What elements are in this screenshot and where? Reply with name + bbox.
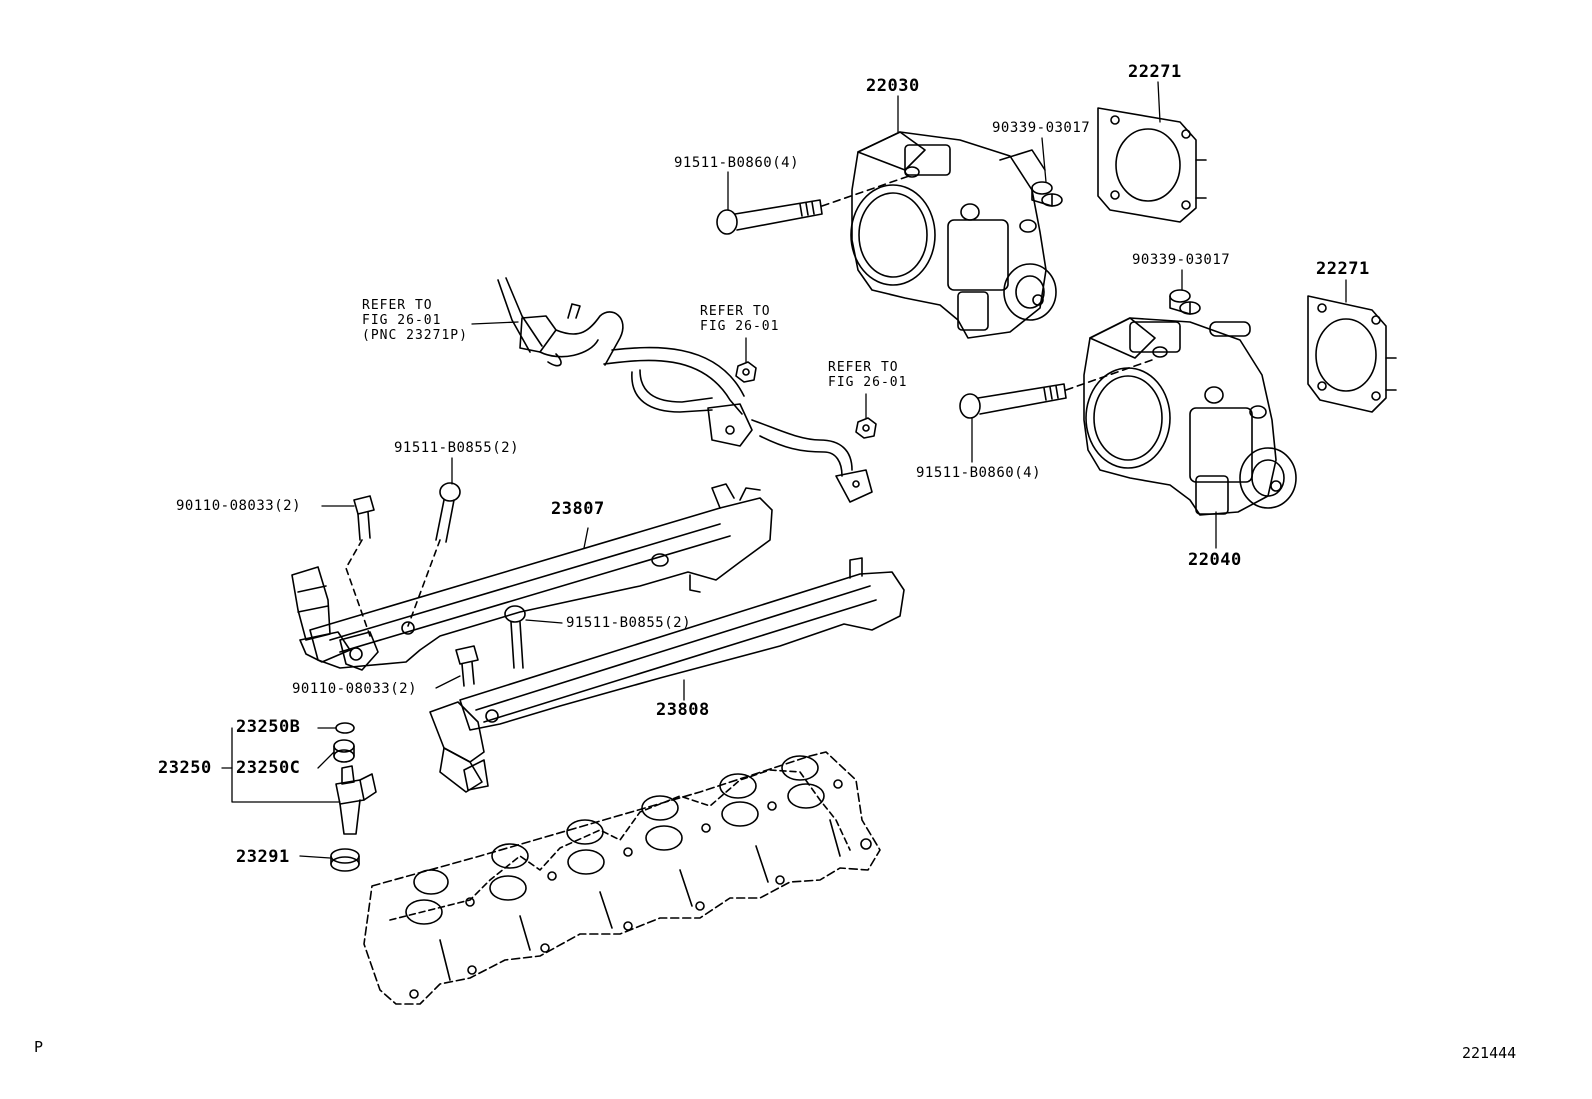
fuel-hose-assembly-drawing xyxy=(497,277,873,503)
label-90339-03017-2: 90339-03017 xyxy=(1132,252,1231,268)
label-22271-2: 22271 xyxy=(1316,259,1370,279)
bolt-91511-b0860-drawing-2 xyxy=(959,383,1067,419)
nut-drawing-2 xyxy=(855,417,877,439)
reference-note-3: REFER TO FIG 26-01 xyxy=(828,360,907,390)
delivery-pipe-23807-drawing xyxy=(291,483,773,671)
label-22030: 22030 xyxy=(866,76,920,96)
pin-90339-03017-drawing-1 xyxy=(1031,181,1063,207)
reference-1-line-3: (PNC 23271P) xyxy=(362,328,468,343)
label-90110-08033-1: 90110-08033(2) xyxy=(176,498,302,514)
bolt-91511-b0860-drawing-1 xyxy=(716,199,823,235)
reference-1-line-1: REFER TO xyxy=(362,298,433,313)
bolt-2-leader xyxy=(1065,359,1153,391)
figure-id: 221444 xyxy=(1462,1044,1517,1062)
bolt-91511-b0855-drawing-2 xyxy=(504,605,526,669)
bolt-0855-1-leader xyxy=(407,539,441,627)
label-23250: 23250 xyxy=(158,758,212,778)
injector-drawing xyxy=(335,765,377,835)
reference-1-line-2: FIG 26-01 xyxy=(362,313,442,328)
label-23250c: 23250C xyxy=(236,758,301,778)
reference-note-2: REFER TO FIG 26-01 xyxy=(700,304,779,334)
insulator-23291-drawing xyxy=(330,848,360,872)
label-22271-1: 22271 xyxy=(1128,62,1182,82)
label-23808: 23808 xyxy=(656,700,710,720)
label-91511-b0855-1: 91511-B0855(2) xyxy=(394,440,520,456)
oring-23250b-drawing xyxy=(335,722,355,734)
label-23291: 23291 xyxy=(236,847,290,867)
label-91511-b0855-2: 91511-B0855(2) xyxy=(566,615,692,631)
bolt-1-leader xyxy=(821,174,913,207)
gasket-22271-drawing-2 xyxy=(1307,295,1397,413)
label-90110-08033-2: 90110-08033(2) xyxy=(292,681,418,697)
label-23250b: 23250B xyxy=(236,717,301,737)
delivery-pipe-23808-drawing xyxy=(429,557,905,793)
insulator-23250c-drawing xyxy=(333,739,355,763)
gasket-22271-drawing-1 xyxy=(1097,107,1207,223)
screw-90110-drawing-1 xyxy=(353,495,375,541)
reference-2-line-1: REFER TO xyxy=(700,304,771,319)
bolt-91511-b0855-drawing-1 xyxy=(435,482,461,543)
throttle-body-22040-drawing xyxy=(1083,317,1297,516)
screw-90110-drawing-2 xyxy=(455,645,479,687)
nut-drawing-1 xyxy=(735,361,757,383)
intake-manifold-drawing xyxy=(363,751,881,1005)
pin-90339-03017-drawing-2 xyxy=(1169,289,1201,315)
reference-note-1: REFER TO FIG 26-01 (PNC 23271P) xyxy=(362,298,468,343)
reference-3-line-1: REFER TO xyxy=(828,360,899,375)
label-91511-b0860-2: 91511-B0860(4) xyxy=(916,465,1042,481)
label-23807: 23807 xyxy=(551,499,605,519)
label-22040: 22040 xyxy=(1188,550,1242,570)
label-90339-03017-1: 90339-03017 xyxy=(992,120,1091,136)
corner-mark: P xyxy=(34,1038,44,1056)
screw-1-leader xyxy=(345,539,371,637)
reference-3-line-2: FIG 26-01 xyxy=(828,375,908,390)
reference-2-line-2: FIG 26-01 xyxy=(700,319,780,334)
label-91511-b0860-1: 91511-B0860(4) xyxy=(674,155,800,171)
throttle-body-22030-drawing xyxy=(850,131,1057,339)
leader-lines xyxy=(221,81,1347,859)
